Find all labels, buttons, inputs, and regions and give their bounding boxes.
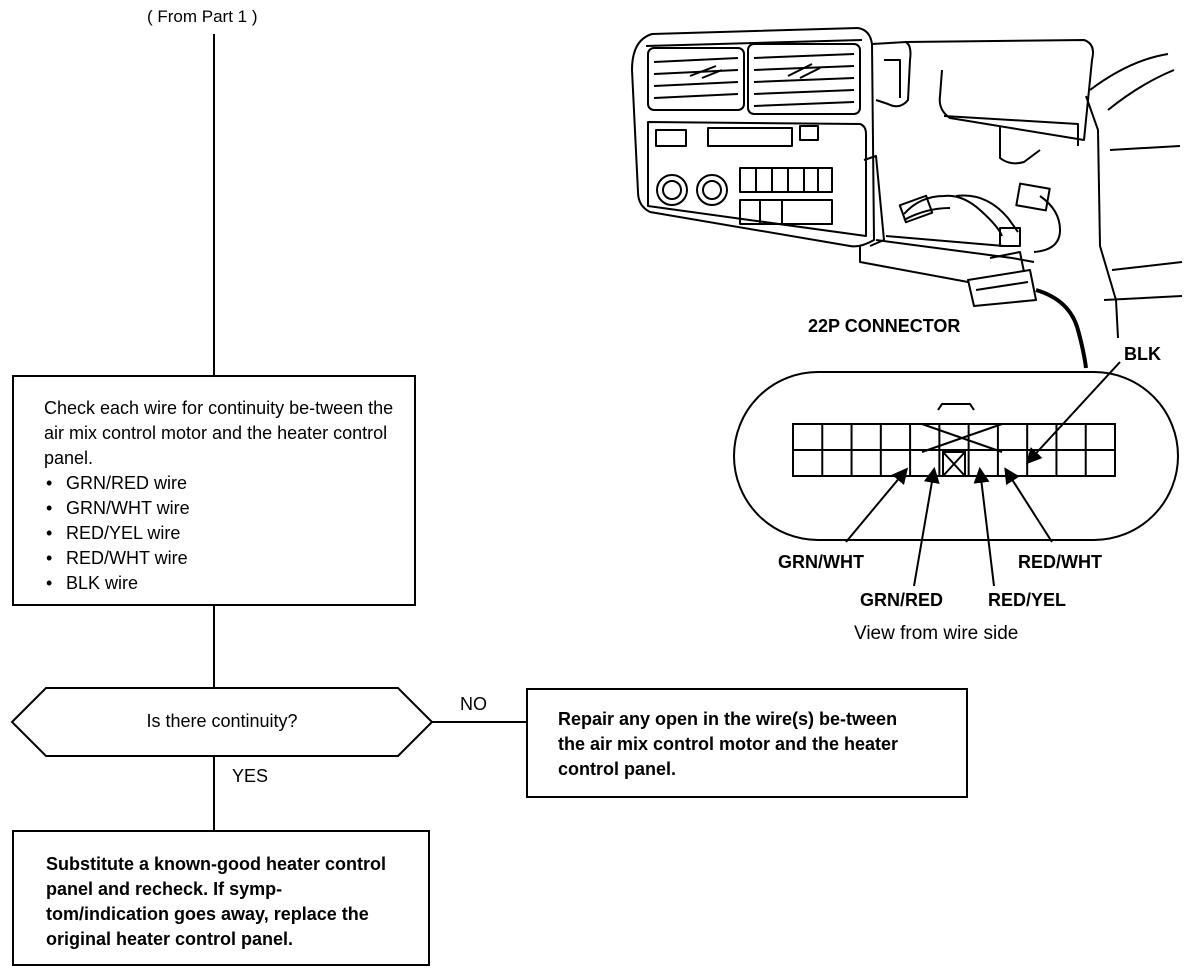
- substitute-text: Substitute a known-good heater control p…: [46, 854, 387, 949]
- arrow-blk: [1025, 361, 1121, 465]
- substitute-box: Substitute a known-good heater control p…: [12, 830, 430, 966]
- connector-outline: [733, 371, 1179, 541]
- arrow-red-wht: [1004, 467, 1053, 543]
- arrow-red-yel: [973, 466, 995, 587]
- connector-name-label: 22P CONNECTOR: [808, 316, 961, 336]
- repair-box: Repair any open in the wire(s) be-tween …: [526, 688, 968, 798]
- wire-list-item: BLK wire: [44, 571, 400, 596]
- decision-shape: [10, 687, 434, 757]
- grn-red-label: GRN/RED: [860, 590, 944, 610]
- no-label: NO: [460, 694, 487, 714]
- connector-22p: [733, 371, 1179, 541]
- wire-list-item: RED/WHT wire: [44, 546, 400, 571]
- red-yel-label: RED/YEL: [988, 590, 1067, 610]
- arrow-grn-wht: [845, 467, 909, 543]
- red-wht-label: RED/WHT: [1018, 552, 1102, 572]
- check-wires-text: Check each wire for continuity be-tween …: [44, 398, 394, 468]
- yes-label: YES: [232, 766, 269, 786]
- check-wires-box: Check each wire for continuity be-tween …: [12, 375, 416, 606]
- grn-wht-label: GRN/WHT: [778, 552, 864, 572]
- wire-list-item: GRN/RED wire: [44, 471, 400, 496]
- repair-text: Repair any open in the wire(s) be-tween …: [558, 709, 899, 779]
- blk-label: BLK: [1124, 344, 1161, 364]
- from-part-label: ( From Part 1 ): [147, 7, 258, 26]
- arrow-grn-red: [913, 466, 940, 587]
- dashboard-illustration: [631, 27, 1183, 369]
- wire-list: GRN/RED wire GRN/WHT wire RED/YEL wire R…: [44, 471, 400, 596]
- view-caption: View from wire side: [854, 623, 1019, 644]
- decision-question: Is there continuity?: [146, 711, 298, 731]
- wire-list-item: GRN/WHT wire: [44, 496, 400, 521]
- wire-list-item: RED/YEL wire: [44, 521, 400, 546]
